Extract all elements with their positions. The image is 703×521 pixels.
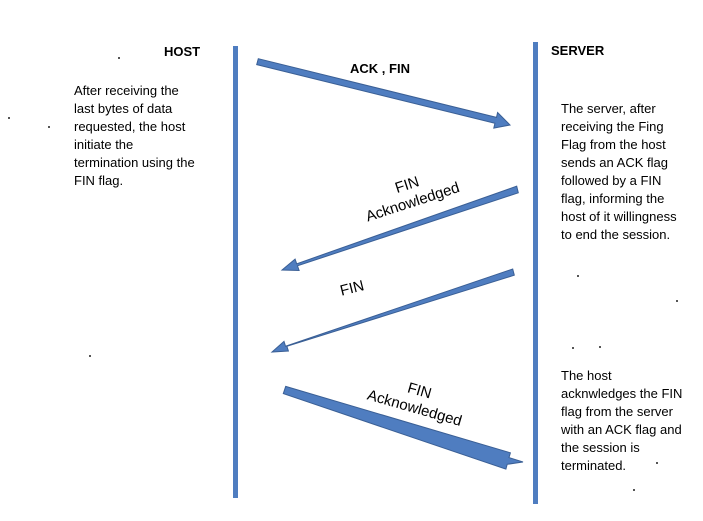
message-label: FIN	[393, 173, 421, 197]
speck	[633, 489, 635, 491]
note-line: flag, informing the	[561, 191, 665, 206]
note-line: The host	[561, 368, 612, 383]
host-note: After receiving the last bytes of data r…	[74, 82, 195, 190]
speck	[89, 355, 91, 357]
note-line: requested, the host	[74, 119, 186, 134]
note-line: FIN flag.	[74, 173, 124, 188]
note-line: last bytes of data	[74, 101, 173, 116]
speck	[577, 275, 579, 277]
server-note-termination: The host acknwledges the FIN flag from t…	[561, 367, 682, 475]
note-line: receiving the Fing	[561, 119, 664, 134]
server-title: SERVER	[551, 43, 605, 58]
message-label: ACK , FIN	[350, 61, 410, 76]
speck	[572, 347, 574, 349]
message-label: FIN	[405, 379, 433, 402]
note-line: host of it willingness	[561, 209, 677, 224]
message-label-group: FIN	[338, 277, 366, 299]
note-line: terminated.	[561, 458, 627, 473]
speck	[676, 300, 678, 302]
speck	[48, 126, 50, 128]
note-line: termination using the	[74, 155, 195, 170]
server-lifeline	[533, 42, 538, 504]
note-line: with an ACK flag and	[561, 422, 682, 437]
note-line: Flag from the host	[561, 137, 666, 152]
note-line: flag from the server	[561, 404, 673, 419]
note-line: to end the session.	[561, 227, 671, 242]
speck	[118, 57, 120, 59]
note-line: acknwledges the FIN	[561, 386, 683, 401]
arrow-fin-acknowledged-1	[280, 185, 519, 272]
server-note-response: The server, after receiving the Fing Fla…	[561, 100, 677, 244]
host-title: HOST	[164, 44, 201, 59]
note-line: sends an ACK flag	[561, 155, 668, 170]
speck	[656, 462, 658, 464]
arrow-ack-fin	[256, 58, 512, 129]
speck	[599, 346, 601, 348]
note-line: initiate the	[74, 137, 134, 152]
message-label: FIN	[338, 277, 366, 299]
note-line: After receiving the	[74, 83, 179, 98]
speck	[8, 117, 10, 119]
note-line: followed by a FIN	[561, 173, 662, 188]
note-line: The server, after	[561, 101, 656, 116]
note-line: the session is	[561, 440, 640, 455]
arrow-fin	[270, 268, 515, 353]
host-lifeline	[233, 46, 238, 498]
arrow-fin-acknowledged-2	[282, 385, 524, 470]
